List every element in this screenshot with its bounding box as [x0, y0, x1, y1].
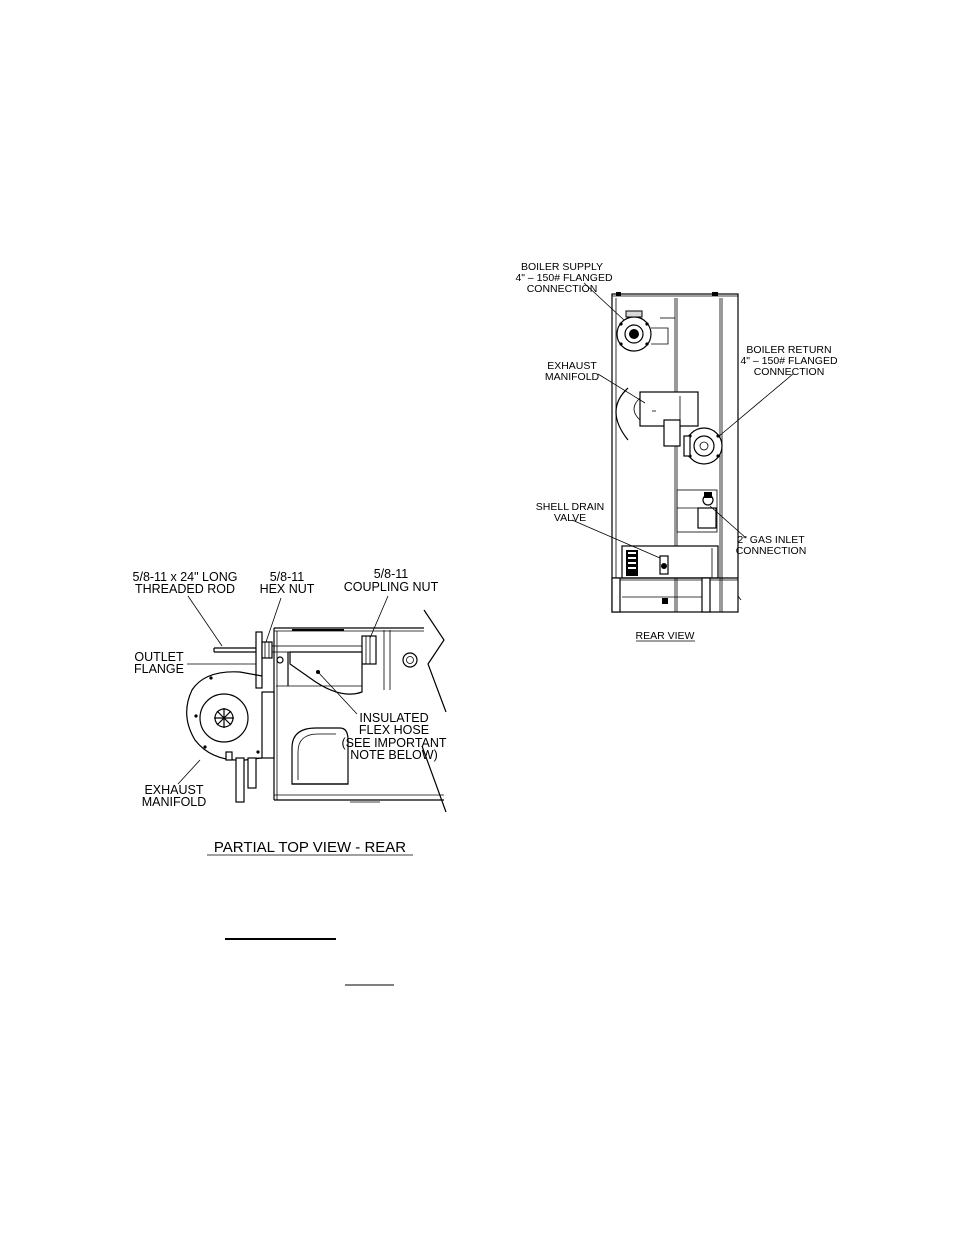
svg-text:4" – 150# FLANGED: 4" – 150# FLANGED: [515, 272, 613, 284]
boiler-return-flange: [683, 427, 723, 465]
threaded-rod-label: 5/8-11 x 24" LONG: [133, 570, 238, 584]
svg-text:CONNECTION: CONNECTION: [527, 283, 598, 295]
rear-view-title: REAR VIEW: [636, 630, 695, 642]
exhaust-manifold-housing: [186, 671, 275, 803]
top-view-drawing: [186, 609, 447, 813]
svg-text:FLEX HOSE: FLEX HOSE: [359, 723, 429, 737]
boiler-supply-label: BOILER SUPPLY: [521, 261, 603, 273]
top-view-title: PARTIAL TOP VIEW - REAR: [214, 839, 406, 856]
svg-text:NOTE BELOW): NOTE BELOW): [350, 748, 438, 762]
svg-text:CONNECTION: CONNECTION: [754, 366, 825, 378]
rear-exhaust-manifold-label: EXHAUST: [547, 360, 597, 372]
svg-text:MANIFOLD: MANIFOLD: [142, 795, 207, 809]
svg-text:CONNECTION: CONNECTION: [736, 545, 807, 557]
svg-text:THREADED ROD: THREADED ROD: [135, 582, 235, 596]
svg-text:VALVE: VALVE: [554, 512, 586, 524]
round-duct: [291, 727, 349, 785]
hex-nut: [261, 641, 273, 659]
top-view-leaders: [177, 595, 389, 785]
top-view-labels: 5/8-11 x 24" LONG THREADED ROD 5/8-11 HE…: [133, 567, 447, 856]
flex-hose: [289, 651, 363, 695]
coupling-nut-label: 5/8-11: [374, 567, 409, 581]
outlet-flange-label: OUTLET: [134, 650, 184, 664]
outlet-flange: [255, 631, 263, 689]
svg-text:HEX NUT: HEX NUT: [260, 582, 315, 596]
coupling-nut: [361, 635, 377, 665]
svg-text:(SEE IMPORTANT: (SEE IMPORTANT: [341, 736, 446, 750]
exhaust-manifold-block: [615, 387, 699, 447]
shell-drain-assembly: [611, 545, 738, 613]
rear-view-drawing: [611, 292, 742, 613]
gas-inlet-label: 2" GAS INLET: [737, 534, 805, 546]
top-exhaust-manifold-label: EXHAUST: [144, 783, 203, 797]
boiler-supply-flange: [616, 310, 675, 352]
rear-view-leaders: [571, 282, 794, 559]
shell-drain-label: SHELL DRAIN: [536, 501, 604, 513]
rear-view-labels: BOILER SUPPLY 4" – 150# FLANGED CONNECTI…: [515, 261, 838, 642]
hex-nut-label: 5/8-11: [270, 570, 305, 584]
pipe-port: [402, 652, 418, 668]
svg-text:4" – 150# FLANGED: 4" – 150# FLANGED: [740, 355, 838, 367]
boiler-return-label: BOILER RETURN: [746, 344, 831, 356]
flex-hose-label: INSULATED: [359, 711, 428, 725]
gas-inlet-assembly: [676, 489, 718, 533]
svg-text:COUPLING NUT: COUPLING NUT: [344, 580, 439, 594]
svg-text:MANIFOLD: MANIFOLD: [545, 371, 600, 383]
svg-text:FLANGE: FLANGE: [134, 662, 184, 676]
